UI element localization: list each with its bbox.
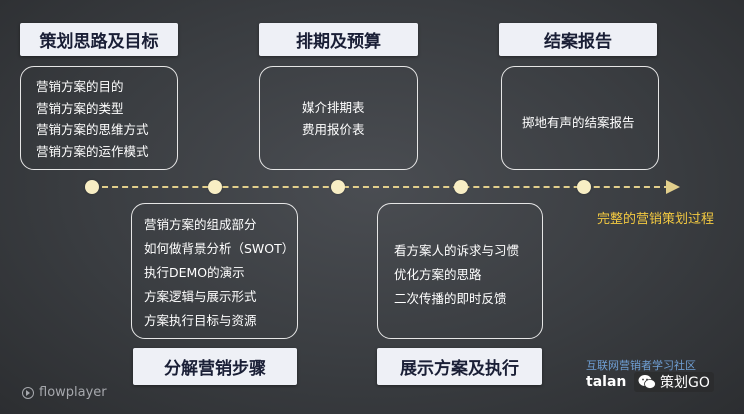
timeline-dot [208,180,222,194]
list-item: 营销方案的组成部分 [144,217,257,232]
badge-label: 策划GO [660,375,710,391]
box-strategy-goals: 营销方案的目的 营销方案的类型 营销方案的思维方式 营销方案的运作模式 [20,66,178,170]
box-final-report: 掷地有声的结案报告 [501,66,659,170]
list-item: 营销方案的目的 [36,79,124,94]
header-present-execute: 展示方案及执行 [377,348,542,385]
list-item: 营销方案的类型 [36,100,124,116]
list-item: 优化方案的思路 [394,267,482,282]
box-schedule-budget: 媒介排期表 费用报价表 [259,66,418,170]
list-item: 媒介排期表 [302,100,365,115]
header-strategy-goals: 策划思路及目标 [20,23,178,56]
list-item: 掷地有声的结案报告 [522,115,635,130]
list-item: 二次传播的即时反馈 [394,291,507,306]
play-circle-icon [22,386,34,399]
timeline-arrowhead [666,180,680,194]
list-item: 营销方案的运作模式 [36,143,149,159]
list-item: 执行DEMO的演示 [144,265,245,280]
header-final-report: 结案报告 [499,23,657,56]
list-item: 营销方案的思维方式 [36,122,149,137]
list-item: 费用报价表 [302,121,365,137]
timeline-dot [85,180,99,194]
wechat-icon [638,374,656,390]
box-present-execute: 看方案人的诉求与习惯 优化方案的思路 二次传播的即时反馈 [377,203,543,339]
timeline-dot [331,180,345,194]
list-item: 方案执行目标与资源 [144,313,257,328]
timeline-line [92,186,670,188]
community-watermark: 互联网营销者学习社区 [586,359,696,372]
flowplayer-watermark: flowplayer [22,385,107,400]
list-item: 看方案人的诉求与习惯 [394,243,520,258]
wechat-badge: 策划GO [634,372,714,392]
header-schedule-budget: 排期及预算 [259,23,418,56]
box-decompose-steps: 营销方案的组成部分 如何做背景分析（SWOT） 执行DEMO的演示 方案逻辑与展… [131,203,298,339]
list-item: 方案逻辑与展示形式 [144,289,257,304]
timeline-end-label: 完整的营销策划过程 [597,212,715,227]
list-item: 如何做背景分析（SWOT） [144,241,295,256]
flowplayer-label: flowplayer [39,385,107,400]
timeline-dot [577,180,591,194]
header-decompose-steps: 分解营销步骤 [133,348,297,385]
timeline-dot [454,180,468,194]
site-watermark: talan [586,374,627,390]
